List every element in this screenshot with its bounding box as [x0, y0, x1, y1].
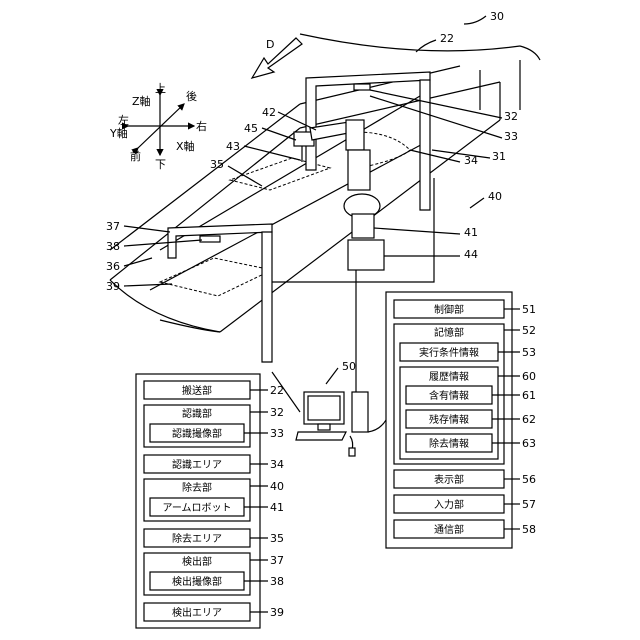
svg-text:45: 45 [244, 122, 258, 135]
svg-text:除去情報: 除去情報 [429, 437, 469, 450]
svg-text:32: 32 [270, 406, 284, 419]
svg-text:56: 56 [522, 473, 536, 486]
svg-text:43: 43 [226, 140, 240, 153]
direction-label: D [266, 38, 274, 51]
left-panel: 搬送部 22 認識部 32 認識撮像部 33 認識エリア 34 除去部 40 ア… [136, 374, 284, 628]
svg-text:実行条件情報: 実行条件情報 [419, 346, 479, 359]
svg-text:認識部: 認識部 [182, 407, 212, 420]
svg-text:57: 57 [522, 498, 536, 511]
svg-text:50: 50 [342, 360, 356, 373]
svg-text:履歴情報: 履歴情報 [429, 370, 469, 383]
detection-camera [200, 236, 220, 242]
svg-text:40: 40 [488, 190, 502, 203]
svg-text:33: 33 [270, 427, 284, 440]
svg-text:左: 左 [118, 114, 129, 127]
svg-text:41: 41 [464, 226, 478, 239]
svg-text:44: 44 [464, 248, 478, 261]
svg-text:通信部: 通信部 [434, 523, 464, 536]
svg-text:35: 35 [270, 532, 284, 545]
svg-text:32: 32 [504, 110, 518, 123]
svg-text:検出部: 検出部 [182, 555, 212, 568]
svg-text:35: 35 [210, 158, 224, 171]
svg-text:搬送部: 搬送部 [182, 384, 212, 397]
axes-indicator: 上 後 左 右 前 下 Z軸 Y軸 X軸 [109, 82, 207, 171]
svg-text:入力部: 入力部 [434, 498, 464, 511]
svg-text:63: 63 [522, 437, 536, 450]
svg-text:37: 37 [106, 220, 120, 233]
svg-text:41: 41 [270, 501, 284, 514]
svg-text:認識エリア: 認識エリア [172, 458, 222, 471]
svg-text:38: 38 [270, 575, 284, 588]
svg-text:右: 右 [196, 119, 207, 133]
right-panel: 制御部 51 記憶部 52 実行条件情報 53 履歴情報 60 含有情報 61 … [386, 292, 536, 548]
svg-text:60: 60 [522, 370, 536, 383]
svg-text:表示部: 表示部 [434, 473, 464, 486]
svg-text:39: 39 [106, 280, 120, 293]
svg-text:38: 38 [106, 240, 120, 253]
direction-arrow: D [252, 38, 302, 78]
computer-mouse [349, 448, 355, 456]
svg-text:31: 31 [492, 150, 506, 163]
svg-text:22: 22 [270, 384, 284, 397]
recognition-camera [354, 84, 370, 90]
detection-area-outline [160, 258, 272, 296]
svg-text:52: 52 [522, 324, 536, 337]
svg-text:34: 34 [464, 154, 478, 167]
detection-gate [168, 224, 272, 362]
svg-text:40: 40 [270, 480, 284, 493]
svg-text:検出エリア: 検出エリア [172, 606, 222, 619]
svg-text:後: 後 [186, 89, 197, 103]
svg-text:記憶部: 記憶部 [434, 326, 464, 339]
svg-text:34: 34 [270, 458, 284, 471]
svg-text:33: 33 [504, 130, 518, 143]
svg-text:除去エリア: 除去エリア [172, 532, 222, 545]
svg-text:30: 30 [490, 10, 504, 23]
computer [272, 372, 386, 456]
svg-text:36: 36 [106, 260, 120, 273]
svg-text:上: 上 [155, 82, 166, 95]
computer-tower [352, 392, 368, 432]
svg-text:認識撮像部: 認識撮像部 [172, 427, 222, 440]
arm-robot [294, 120, 384, 270]
svg-text:37: 37 [270, 554, 284, 567]
robot-controller-box [348, 240, 384, 270]
svg-text:42: 42 [262, 106, 276, 119]
svg-text:制御部: 制御部 [434, 303, 464, 316]
svg-text:下: 下 [155, 158, 166, 171]
svg-text:Z軸: Z軸 [132, 94, 151, 108]
figure-number-leader [464, 16, 486, 24]
svg-text:アームロボット: アームロボット [162, 502, 231, 514]
svg-text:61: 61 [522, 389, 536, 402]
svg-text:62: 62 [522, 413, 536, 426]
svg-text:除去部: 除去部 [182, 481, 212, 494]
svg-text:含有情報: 含有情報 [429, 389, 469, 402]
svg-text:Y軸: Y軸 [109, 126, 128, 140]
svg-text:22: 22 [440, 32, 454, 45]
svg-text:39: 39 [270, 606, 284, 619]
svg-text:残存情報: 残存情報 [429, 413, 469, 426]
svg-text:58: 58 [522, 523, 536, 536]
svg-text:前: 前 [130, 149, 141, 163]
svg-text:51: 51 [522, 303, 536, 316]
svg-text:検出撮像部: 検出撮像部 [172, 575, 222, 588]
computer-keyboard [296, 432, 346, 440]
svg-text:X軸: X軸 [176, 139, 195, 153]
svg-text:53: 53 [522, 346, 536, 359]
figure-number-label: 30 [464, 10, 504, 24]
